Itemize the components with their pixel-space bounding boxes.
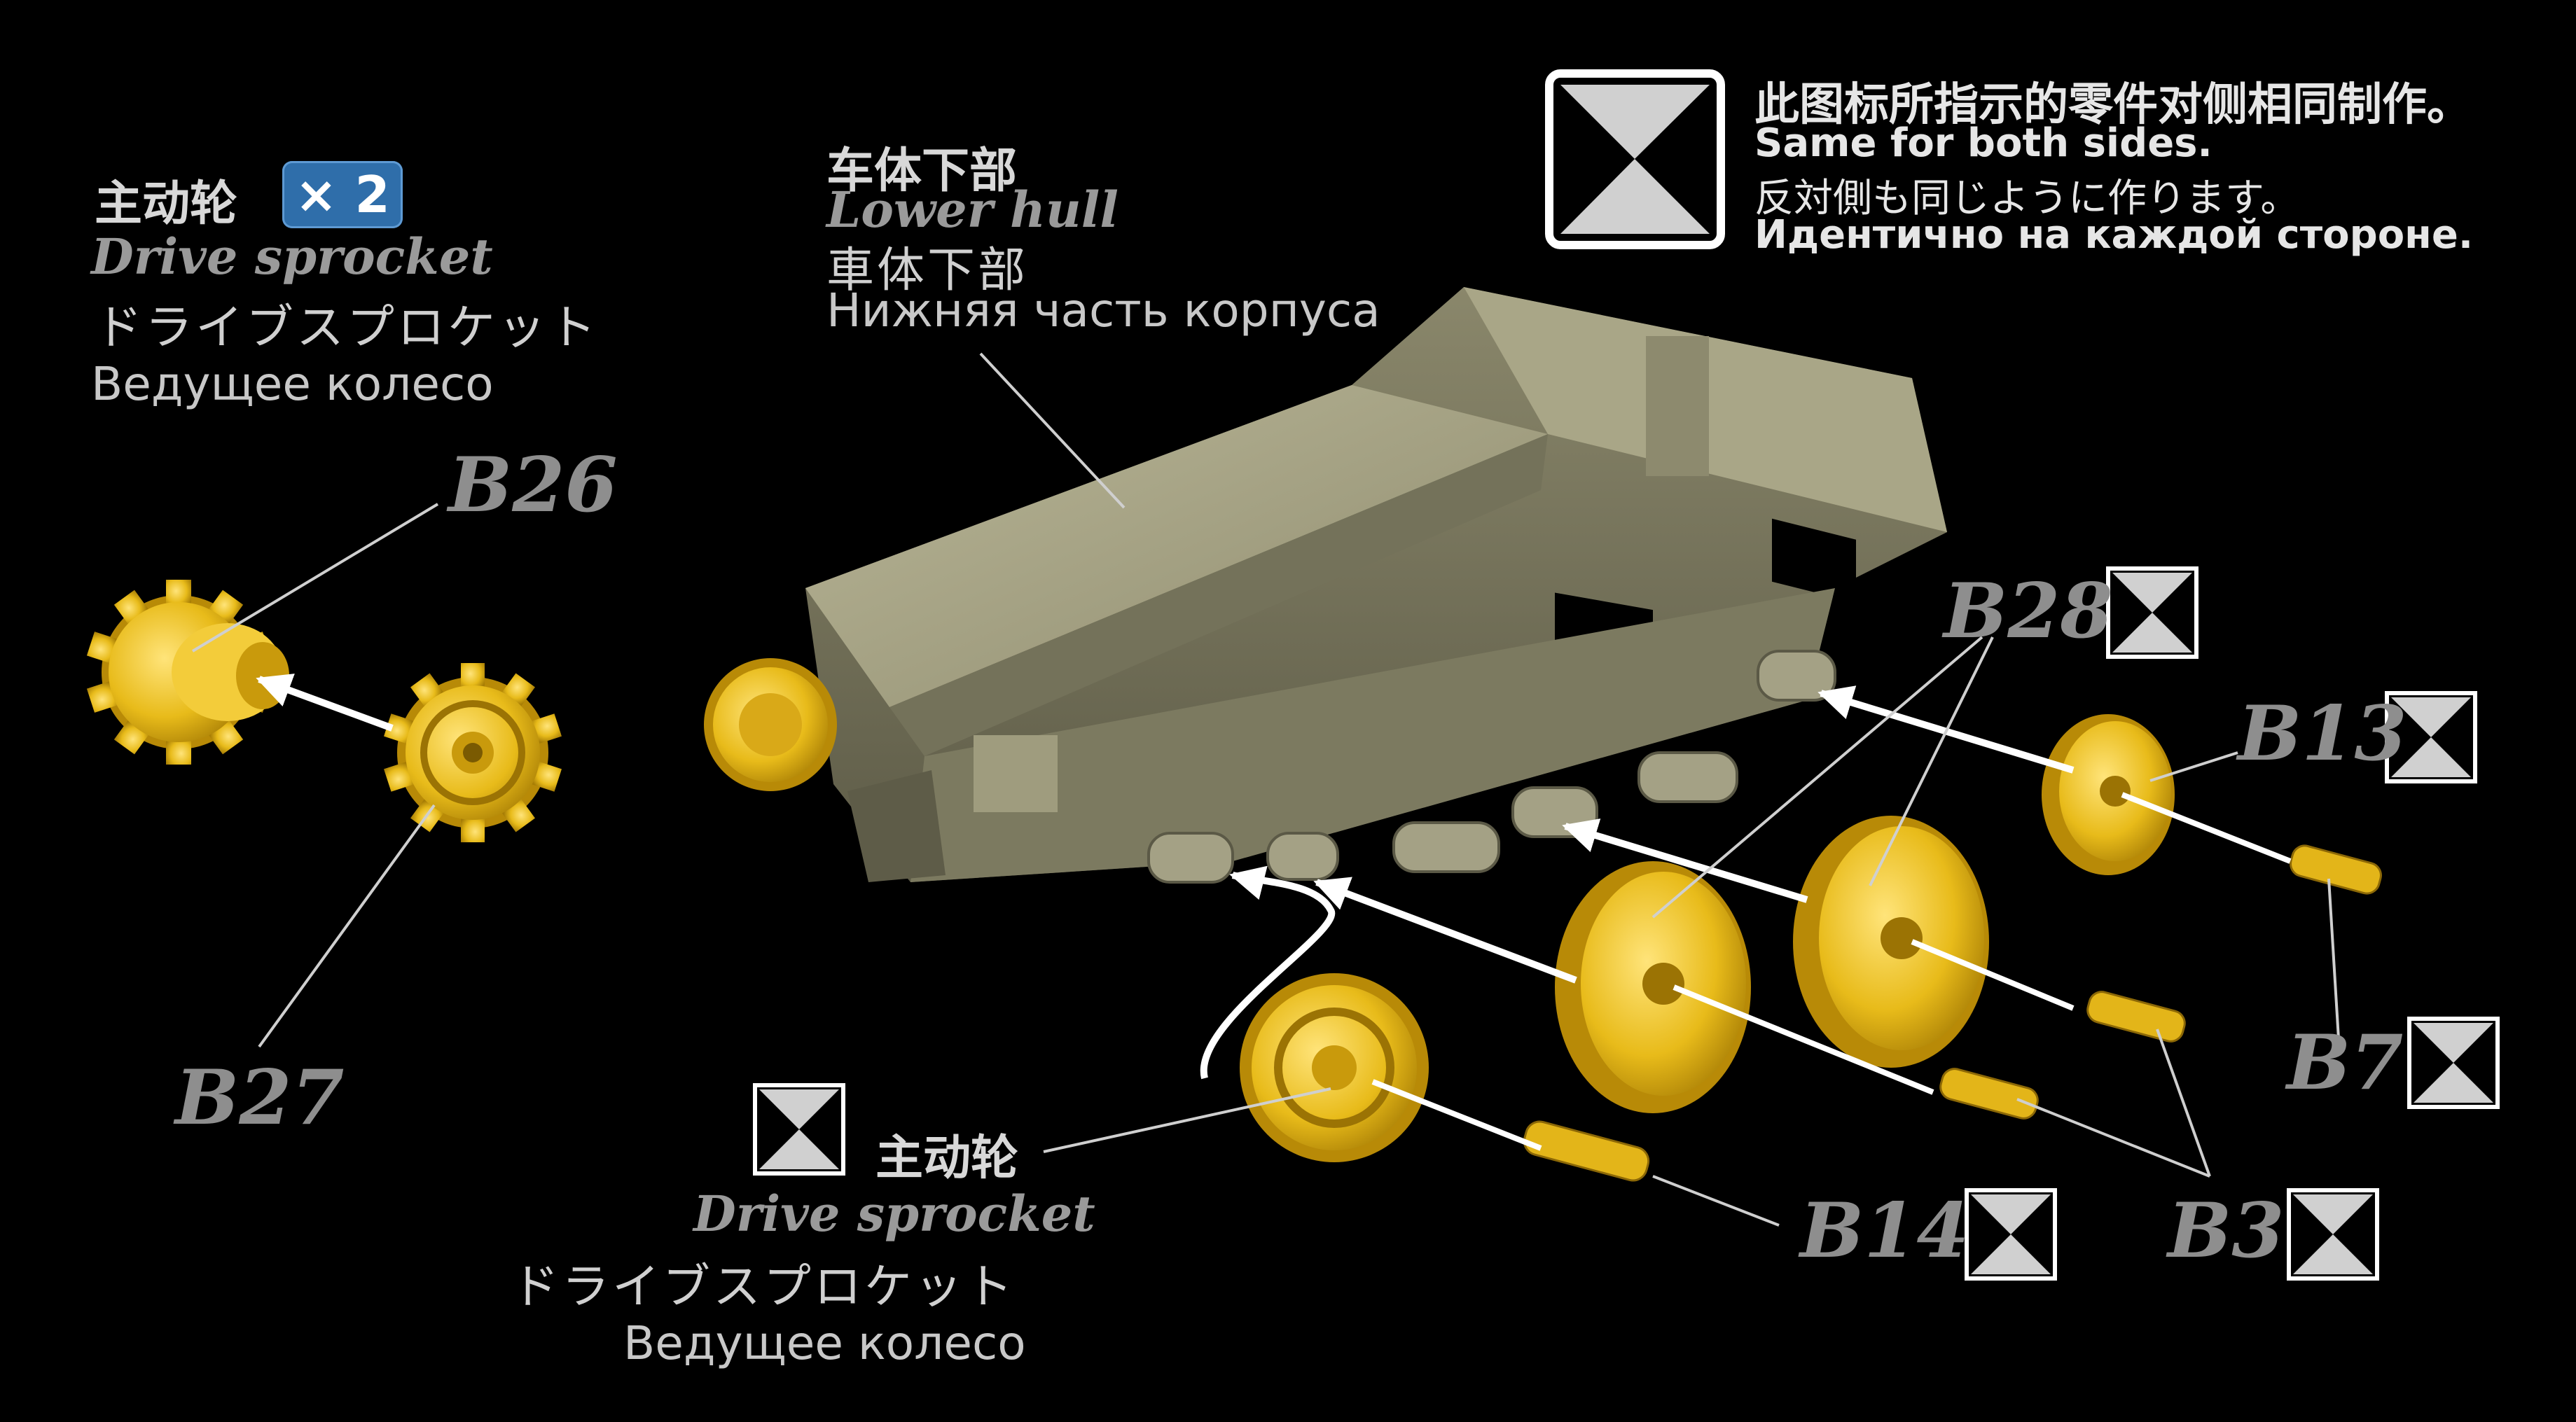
part-label-b28: B28 [1944, 567, 2113, 655]
idler-wheel-b13 [2042, 714, 2175, 875]
leader-lines [191, 352, 2341, 1227]
lower-hull-ru-label: Нижняя часть корпуса [826, 284, 1380, 337]
drive-sprocket-jp-label: ドライブスプロケット [95, 300, 600, 356]
hull-axles [1147, 650, 1836, 884]
lower-hull-jp-label: 車体下部 [826, 243, 1029, 298]
part-label-b26: B26 [448, 441, 618, 529]
bottom-sprocket-ru-label: Ведущее колесо [623, 1316, 1026, 1370]
drive-sprocket-ru-label: Ведущее колесо [91, 357, 494, 411]
hourglass-symmetry-icon [2385, 691, 2477, 783]
part-label-b7: B7 [2287, 1019, 2404, 1107]
hourglass-symmetry-icon [2407, 1017, 2500, 1109]
hourglass-symmetry-icon [2287, 1188, 2379, 1281]
sprocket-bottom [1240, 973, 1429, 1162]
part-label-b3: B3 [2168, 1187, 2285, 1275]
legend-ru: Идентично на каждой стороне. [1754, 212, 2474, 258]
hourglass-symmetry-icon [753, 1083, 845, 1176]
part-label-b27: B27 [175, 1054, 345, 1142]
part-label-b13: B13 [2238, 690, 2407, 778]
bottom-sprocket-cn-label: 主动轮 [875, 1131, 1019, 1186]
sprocket-b26 [86, 580, 289, 765]
legend-jp: 反対側も同じように作ります。 [1754, 176, 2300, 221]
part-label-b14: B14 [1800, 1187, 1969, 1275]
legend-cn: 此图标所指示的零件对侧相同制作。 [1754, 79, 2472, 131]
hourglass-symmetry-icon [1545, 69, 1725, 249]
drive-sprocket-cn-label: 主动轮 [95, 176, 238, 232]
hourglass-symmetry-icon [1965, 1188, 2057, 1281]
lower-hull [805, 287, 1947, 882]
hourglass-symmetry-icon [2106, 566, 2198, 659]
road-wheel-2 [1793, 816, 1989, 1068]
drive-sprocket-en-label: Drive sprocket [91, 228, 493, 286]
bottom-sprocket-jp-label: ドライブスプロケット [511, 1260, 1016, 1315]
lower-hull-en-label: Lower hull [826, 181, 1119, 239]
bottom-sprocket-en-label: Drive sprocket [693, 1185, 1095, 1243]
sprocket-mounted [704, 658, 837, 791]
sprocket-b27 [384, 663, 562, 842]
road-wheel-1 [1555, 861, 1751, 1113]
legend-en: Same for both sides. [1754, 120, 2213, 166]
pins [1523, 844, 2382, 1182]
lower-hull-cn-label: 车体下部 [826, 144, 1018, 199]
quantity-badge: × 2 [282, 161, 403, 228]
